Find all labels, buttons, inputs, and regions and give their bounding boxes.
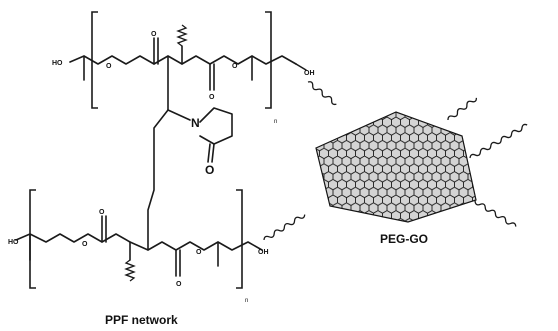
- peg-chain-bottom-right: [469, 196, 517, 227]
- peg-chain-right: [469, 123, 528, 159]
- upper-ester-oxygen-1: O: [106, 63, 112, 70]
- lower-subscript-n: n: [245, 298, 248, 304]
- lower-ester-oxygen-2: O: [196, 249, 202, 256]
- upper-carbonyl-oxygen-1: O: [151, 31, 157, 38]
- lower-carbonyl-oxygen-1: O: [99, 209, 105, 216]
- upper-subscript-n: n: [274, 119, 277, 125]
- lower-right-hydroxyl-label: OH: [258, 249, 269, 256]
- graphene-oxide-sheet: [315, 111, 477, 223]
- upper-carbonyl-oxygen-2: O: [209, 94, 215, 101]
- upper-right-hydroxyl-label: OH: [304, 70, 315, 77]
- peg-go-label: PEG-GO: [380, 232, 428, 246]
- crosslink-chain: N O: [147, 55, 233, 251]
- upper-repeat-unit: n HO O O O O OH: [52, 11, 315, 125]
- lower-repeat-unit: n HO O O O O OH: [8, 189, 269, 304]
- peg-chain-top-right: [447, 97, 478, 121]
- lower-carbonyl-oxygen-2: O: [176, 281, 182, 288]
- upper-hydroxyl-label: HO: [52, 60, 63, 67]
- ppf-network-label: PPF network: [105, 313, 178, 327]
- peg-chains: [263, 81, 528, 241]
- peg-chain-top-left: [307, 81, 337, 106]
- lower-hydroxyl-label: HO: [8, 239, 19, 246]
- peg-chain-lower-left: [263, 214, 306, 241]
- upper-ester-oxygen-2: O: [232, 63, 238, 70]
- pyrrolidone-carbonyl-oxygen: O: [205, 163, 214, 177]
- lower-ester-oxygen-1: O: [82, 241, 88, 248]
- nitrogen-label: N: [191, 116, 200, 130]
